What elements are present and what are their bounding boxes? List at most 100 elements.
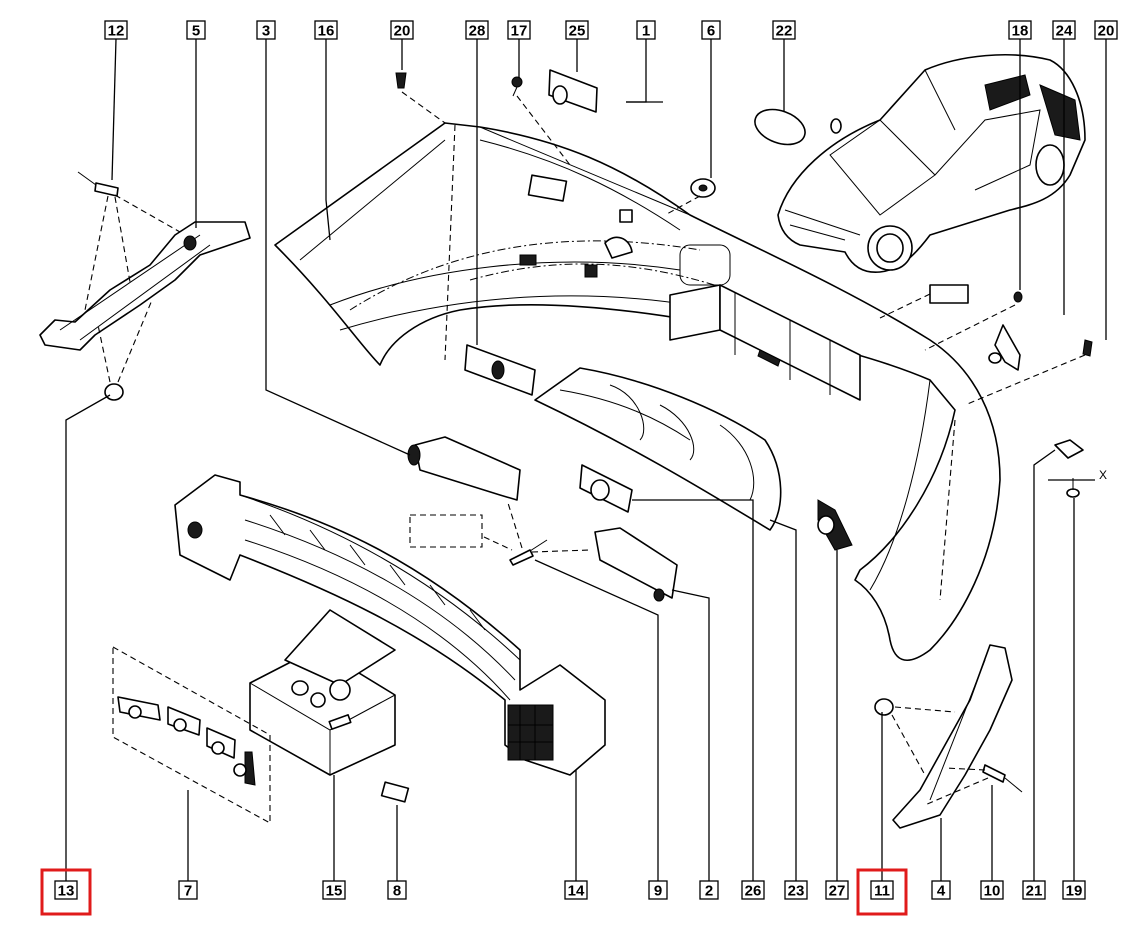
callout-number: 26 [745,883,762,900]
part-26-plate-light [579,464,633,513]
part-18-screw [1013,291,1023,303]
part-11-nut [874,698,894,716]
callout-box [772,20,796,40]
callout-c20b: 20 [1094,20,1118,340]
callout-c8: 8 [387,805,407,900]
callout-number: 16 [318,23,335,40]
callout-box [104,20,128,40]
callout-box [931,880,951,900]
callout-box [741,880,765,900]
callout-c24: 24 [1052,20,1076,315]
part-5-left-bracket [39,221,251,351]
part-21-clip-nut [1054,439,1084,459]
leader-line [769,519,797,881]
callout-number: 20 [1098,23,1115,40]
part-8-block [380,781,410,803]
callout-box [1022,880,1046,900]
part-19-pin [1066,478,1080,498]
callout-number: 6 [707,23,715,40]
callout-box [186,20,206,40]
leader-line [632,499,754,881]
part-16-bumper-cover [274,122,1001,662]
bumper-internal-blocks [669,244,861,401]
callout-number: 20 [394,23,411,40]
part-6-grommet [690,178,716,198]
callout-c28: 28 [465,20,489,345]
leader-line [1033,449,1056,881]
callout-c26: 26 [632,499,765,900]
part-7-clip-set [112,646,271,824]
callout-box [699,880,719,900]
callout-box [701,20,721,40]
callout-box [1052,20,1076,40]
callout-c15: 15 [322,775,346,900]
part-2-side-support [594,527,678,602]
part-3-side-support [407,436,521,501]
callout-c23: 23 [769,519,808,900]
callout-c17: 17 [507,20,531,78]
callout-box [636,20,656,40]
callout-number: 7 [184,883,192,900]
callout-c13: 13 [40,394,111,916]
reference-car-illustration [777,54,1086,273]
callout-c4: 4 [931,818,951,900]
callout-number: 1 [642,23,650,40]
callout-c2: 2 [671,589,719,900]
callout-number: 22 [776,23,793,40]
part-23-diffuser [534,367,782,531]
svg-text:X: X [1099,468,1107,482]
callout-box [178,880,198,900]
part-9-rivet [509,539,548,566]
callout-number: 3 [262,23,270,40]
callout-number: 21 [1026,883,1043,900]
callout-number: 11 [874,883,890,900]
highlight-frame [856,868,908,916]
leader-line [325,39,331,241]
callout-number: 24 [1056,23,1073,40]
callout-box [507,20,531,40]
callout-box [648,880,668,900]
callout-box [54,880,78,900]
callout-c10: 10 [980,785,1004,900]
callout-box [465,20,489,40]
callout-box [322,880,346,900]
callout-number: 13 [58,883,75,900]
part-27-bracket [817,499,853,551]
callout-number: 19 [1066,883,1083,900]
callout-c9: 9 [534,559,668,900]
callout-c18: 18 [1008,20,1032,290]
callout-number: 17 [511,23,528,40]
callout-number: 23 [788,883,805,900]
part-25-bracket [548,69,598,113]
callout-c11: 11 [856,712,908,916]
callout-box [256,20,276,40]
part-28-bracket [464,344,536,396]
callout-number: 15 [326,883,343,900]
part-22-cap [754,108,806,146]
callout-number: 2 [705,883,713,900]
callout-c14: 14 [564,770,588,900]
callout-box [565,20,589,40]
part-10-bolt [982,764,1023,793]
callout-box [387,880,407,900]
part-20-clip-top [395,72,407,89]
dimension-x-marker: X [1048,468,1107,482]
callout-box [870,880,894,900]
callout-c21: 21 [1022,449,1056,900]
leader-line [626,39,647,103]
callout-c6: 6 [701,20,721,178]
part-14-reinforcement-beam [174,474,606,776]
callout-box [1094,20,1118,40]
leader-line [671,589,710,881]
callout-box [564,880,588,900]
callout-number: 9 [654,883,662,900]
callout-c22: 22 [772,20,796,112]
callout-c3: 3 [256,20,411,456]
callout-number: 8 [393,883,401,900]
part-17-screw [511,76,523,97]
callout-c19: 19 [1062,498,1086,900]
leader-line [265,39,411,456]
callout-number: 28 [469,23,486,40]
